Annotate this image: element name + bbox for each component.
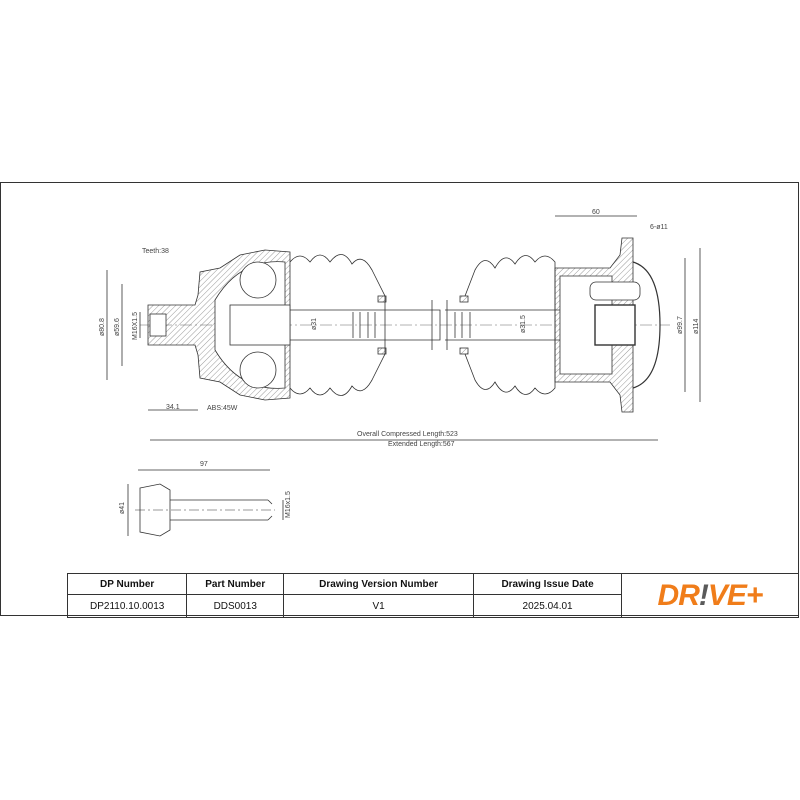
value-dp-number: DP2110.10.0013 xyxy=(66,594,188,618)
extended-length: Extended Length:567 xyxy=(388,441,455,448)
dim-holes: 6-ø11 xyxy=(650,224,668,231)
value-part-number: DDS0013 xyxy=(186,594,285,618)
teeth-label: Teeth:38 xyxy=(142,248,169,255)
dim-outer-dia-left: ø80.8 xyxy=(99,318,106,336)
header-drawing-version: Drawing Version Number xyxy=(283,573,475,595)
overall-compressed-length: Overall Compressed Length:523 xyxy=(357,431,458,438)
header-part-number: Part Number xyxy=(186,573,285,595)
value-issue-date: 2025.04.01 xyxy=(473,594,622,618)
header-issue-date: Drawing Issue Date xyxy=(473,573,622,595)
dim-inner-dia-left: ø59.6 xyxy=(114,318,121,336)
bolt-thread: M16x1.5 xyxy=(285,491,292,518)
dim-flange-outer: ø114 xyxy=(693,318,700,334)
drive-logo: DR!VE+ xyxy=(657,578,764,612)
value-drawing-version: V1 xyxy=(283,594,475,618)
dim-abs: ABS:45W xyxy=(207,405,238,412)
dim-34: 34.1 xyxy=(166,404,180,411)
dim-thread-left: M16X1.5 xyxy=(132,312,139,340)
title-block-table: DP Number Part Number Drawing Version Nu… xyxy=(66,573,799,618)
dim-flange-width: 60 xyxy=(592,209,600,216)
bolt-length: 97 xyxy=(200,461,208,468)
logo-cell: DR!VE+ xyxy=(621,573,799,618)
bolt-head-dia: ø41 xyxy=(119,502,126,514)
dim-flange-inner: ø99.7 xyxy=(677,316,684,334)
dim-shaft-dia-left: ø31 xyxy=(311,318,318,330)
dim-shaft-dia-right: ø31.5 xyxy=(520,315,527,333)
header-dp-number: DP Number xyxy=(66,573,188,595)
